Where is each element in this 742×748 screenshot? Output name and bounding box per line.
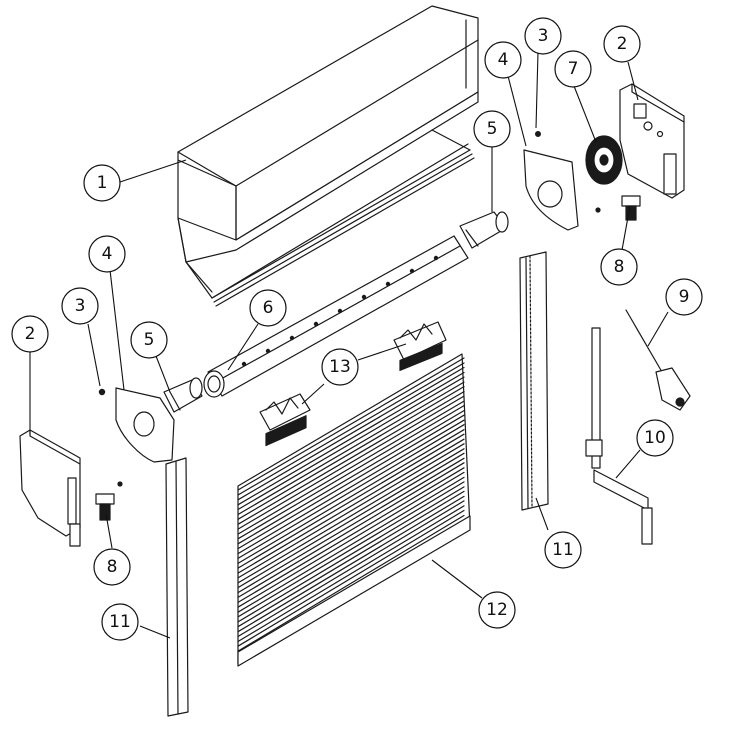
svg-text:4: 4	[498, 50, 509, 70]
crank-rod	[585, 327, 653, 545]
curtain-slat-line	[237, 462, 465, 599]
callout-8-right: 8	[600, 248, 638, 286]
svg-text:11: 11	[552, 540, 574, 560]
svg-text:5: 5	[144, 330, 155, 350]
curtain-hanger-left	[259, 393, 311, 447]
curtain-slat-line	[237, 386, 465, 520]
curtain-slat-line	[237, 424, 465, 560]
octagonal-tube	[203, 235, 469, 398]
callout-6: 6	[249, 289, 287, 327]
curtain-slat-line	[237, 357, 465, 491]
callout-8-left: 8	[93, 548, 131, 586]
svg-text:3: 3	[538, 26, 549, 46]
curtain-slat-line	[237, 371, 465, 506]
svg-text:10: 10	[644, 428, 666, 448]
svg-text:1: 1	[97, 173, 108, 193]
curtain-slat-line	[237, 395, 465, 530]
end-bracket-right	[619, 83, 685, 199]
curtain-slat-line	[237, 419, 465, 555]
callout-10: 10	[636, 419, 674, 457]
svg-text:4: 4	[102, 244, 113, 264]
svg-text:8: 8	[107, 557, 118, 577]
gear-wheel	[585, 135, 623, 185]
curtain-slat-line	[237, 471, 465, 608]
svg-text:6: 6	[263, 298, 274, 318]
callout-7: 7	[554, 50, 592, 88]
curtain-slat-line	[237, 457, 465, 594]
svg-text:2: 2	[25, 324, 36, 344]
svg-text:7: 7	[568, 59, 579, 79]
screw-left	[98, 388, 106, 396]
svg-text:13: 13	[329, 357, 351, 377]
curtain-slat-line	[237, 500, 465, 638]
curtain-slat-line	[237, 405, 465, 540]
callout-3-right: 3	[524, 17, 562, 55]
callout-4-left: 4	[88, 235, 126, 273]
curtain-hanger-right	[393, 321, 447, 372]
curtain-slat-line	[237, 410, 465, 545]
curtain-slat-line	[237, 514, 465, 652]
tube-cap-left	[163, 377, 203, 413]
curtain-slat-line	[237, 467, 465, 604]
curtain-slat-line	[237, 414, 465, 550]
svg-text:9: 9	[679, 287, 690, 307]
svg-text:2: 2	[617, 34, 628, 54]
curtain-slat-line	[237, 490, 465, 628]
callout-5-right: 5	[473, 110, 511, 148]
svg-text:5: 5	[487, 119, 498, 139]
callout-11-left: 11	[101, 603, 139, 641]
curtain-slat-line	[237, 448, 465, 584]
svg-text:12: 12	[486, 600, 508, 620]
bearing-plate-right	[523, 149, 579, 231]
curtain-slat-line	[237, 366, 465, 501]
curtain-slat-line	[237, 505, 465, 643]
curtain-slat-line	[237, 476, 465, 613]
callout-1: 1	[83, 164, 121, 202]
curtain-slat-line	[237, 400, 465, 535]
curtain-slat-line	[237, 486, 465, 623]
curtain-slat-line	[237, 429, 465, 565]
curtain-slat-line	[237, 391, 465, 525]
callout-5-left: 5	[130, 321, 168, 359]
svg-text:11: 11	[109, 612, 131, 632]
curtain-slat-line	[237, 433, 465, 569]
bearing-plate-left	[115, 387, 175, 463]
callout-2-left: 2	[11, 315, 49, 353]
svg-text:3: 3	[75, 296, 86, 316]
crank-handle-gear	[625, 309, 691, 411]
callout-9: 9	[665, 278, 703, 316]
curtain-slat-line	[237, 495, 465, 633]
head-box-cover	[177, 5, 479, 307]
callout-12: 12	[478, 591, 516, 629]
guide-rail-right	[519, 251, 549, 511]
svg-text:8: 8	[614, 257, 625, 277]
curtain-slat-line	[237, 381, 465, 516]
stop-clip-left	[95, 481, 123, 521]
callout-3-left: 3	[61, 287, 99, 325]
leader-lines	[29, 51, 669, 639]
curtain-slats	[237, 357, 465, 652]
stop-clip-right	[595, 195, 641, 221]
curtain-slat-line	[237, 481, 465, 618]
callout-4-right: 4	[484, 41, 522, 79]
shutter-curtain	[237, 353, 471, 667]
curtain-slat-line	[237, 362, 465, 496]
curtain-slat-line	[237, 443, 465, 579]
curtain-slat-line	[237, 376, 465, 511]
callout-11-right: 11	[544, 531, 582, 569]
curtain-slat-line	[237, 438, 465, 574]
callout-2-right: 2	[603, 25, 641, 63]
end-bracket-left	[19, 429, 81, 547]
curtain-slat-line	[237, 509, 465, 647]
callout-13: 13	[321, 348, 359, 386]
screw-right	[534, 131, 541, 138]
curtain-slat-line	[237, 452, 465, 589]
tube-cap-right	[459, 211, 509, 249]
guide-rail-left	[165, 457, 189, 717]
